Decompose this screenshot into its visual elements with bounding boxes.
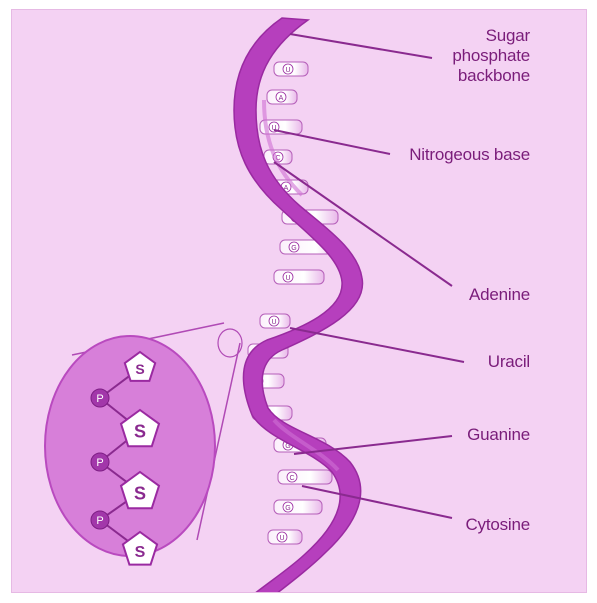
leader-nitrogenous-base <box>274 130 390 154</box>
label-guanine: Guanine <box>430 425 530 445</box>
label-uracil: Uracil <box>430 352 530 372</box>
backbone-inset: S S S S P P P <box>45 336 215 565</box>
base-letter: G <box>285 505 290 512</box>
base-letter: U <box>271 319 276 326</box>
sugar-label: S <box>134 484 146 504</box>
base-letter: U <box>279 535 284 542</box>
base-letter: U <box>285 275 290 282</box>
phosphate-label: P <box>96 393 103 405</box>
label-sugar-line-3: backbone <box>412 66 530 86</box>
base-letter: U <box>285 67 290 74</box>
phosphate-label: P <box>96 515 103 527</box>
label-sugar-phosphate-backbone: Sugar phosphate backbone <box>412 26 530 86</box>
label-sugar-line-2: phosphate <box>412 46 530 66</box>
label-sugar-line-1: Sugar <box>412 26 530 46</box>
label-cytosine: Cytosine <box>430 515 530 535</box>
base-letter: G <box>291 245 296 252</box>
base-letter: A <box>279 95 284 102</box>
sugar-label: S <box>135 361 144 377</box>
leader-cytosine <box>302 486 452 518</box>
base-band <box>274 270 324 284</box>
sugar-label: S <box>135 544 146 561</box>
base-letter: C <box>289 475 294 482</box>
phosphate-label: P <box>96 457 103 469</box>
base-band <box>278 470 332 484</box>
sugar-label: S <box>134 422 146 442</box>
leader-sugar-phosphate <box>290 34 432 58</box>
base-band <box>274 500 322 514</box>
label-adenine: Adenine <box>430 285 530 305</box>
label-nitrogenous-base: Nitrogeous base <box>380 145 530 165</box>
